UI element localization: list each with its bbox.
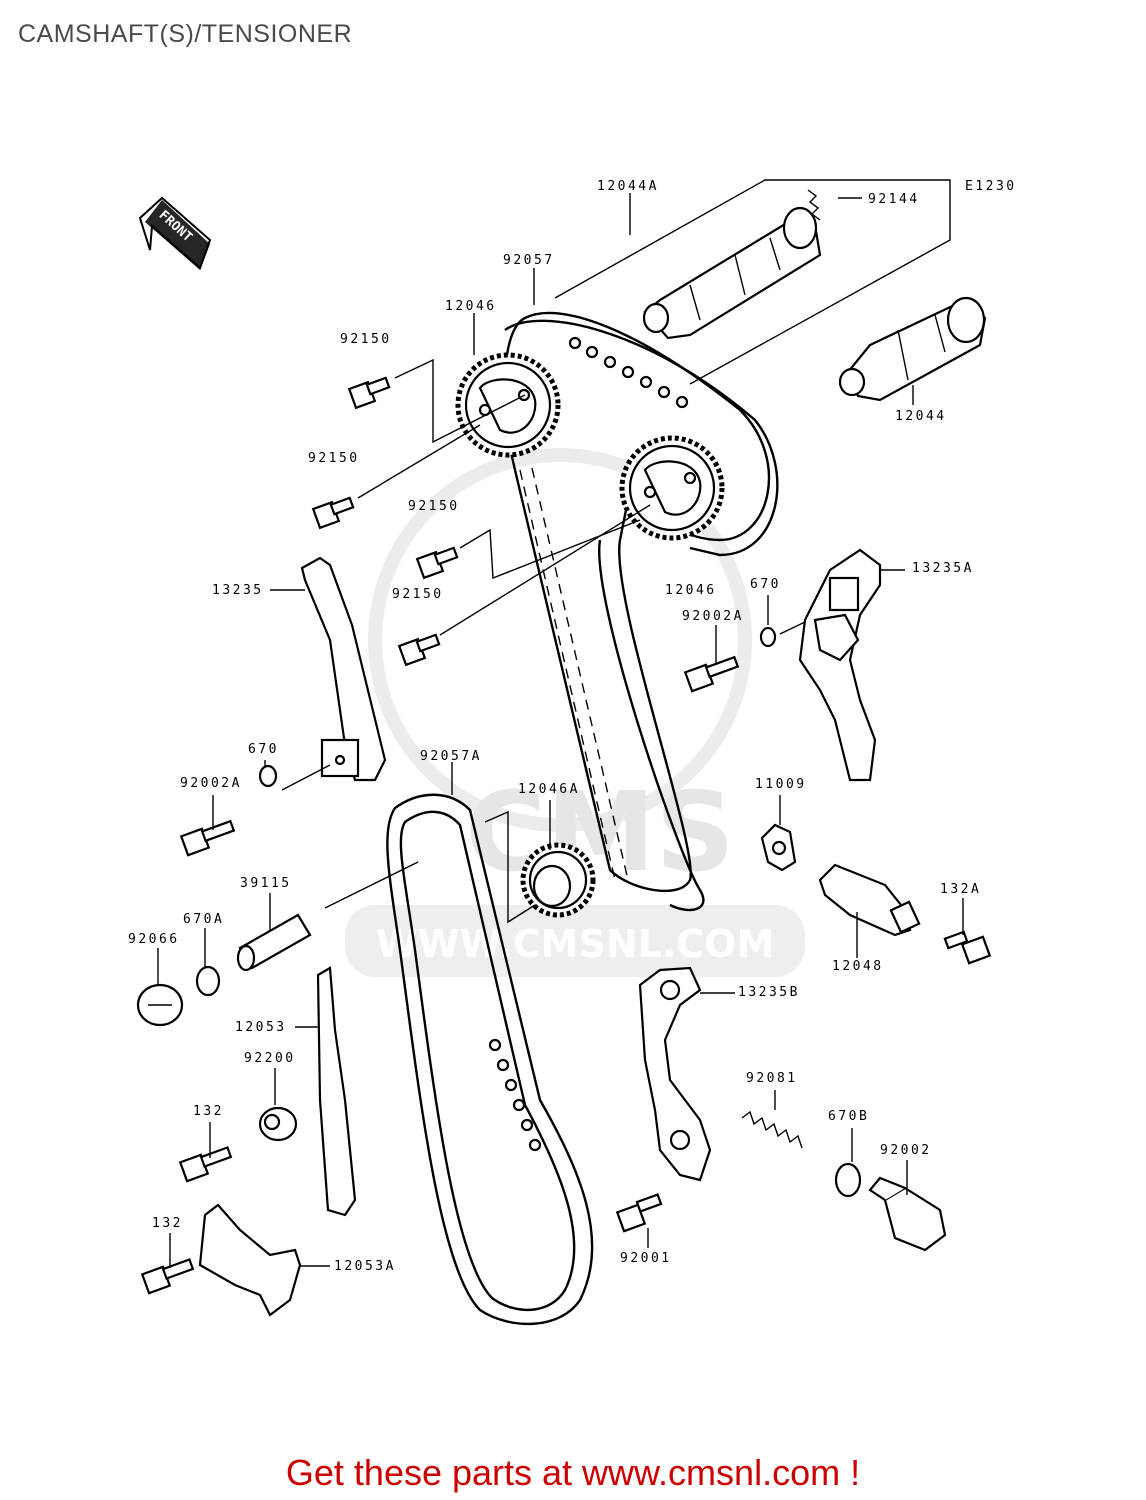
- bolt-92002A-left: [179, 819, 236, 857]
- chain-guide-12053: [316, 966, 357, 1217]
- cap-bolt-92002: [868, 1176, 947, 1252]
- gasket-11009: [760, 823, 797, 872]
- diagram-code: E1230: [965, 179, 1017, 194]
- label-12046-lower: 12046: [665, 583, 717, 598]
- label-12048: 12048: [832, 959, 884, 974]
- label-92081: 92081: [746, 1071, 798, 1086]
- bolt-132A: [943, 930, 992, 965]
- label-92057A: 92057A: [420, 749, 482, 764]
- camshaft-12044: [838, 296, 987, 402]
- label-13235: 13235: [212, 583, 264, 598]
- leader-lines: [157, 193, 964, 1268]
- camshaft-bracket: [554, 179, 951, 385]
- cam-chain-92057: [503, 311, 771, 893]
- tensioner-12048: [818, 863, 921, 937]
- label-132-upper: 132: [193, 1104, 224, 1119]
- tensioner-13235A: [798, 548, 882, 782]
- cta-link[interactable]: Get these parts at www.cmsnl.com !: [285, 1452, 861, 1493]
- bolt-92001: [615, 1193, 663, 1233]
- label-12046-upper: 12046: [445, 299, 497, 314]
- camshaft-12044A: [642, 206, 822, 340]
- label-670B: 670B: [828, 1109, 869, 1124]
- label-92001: 92001: [620, 1251, 672, 1266]
- label-670A: 670A: [183, 912, 224, 927]
- washer-92200: [258, 1106, 298, 1142]
- chain-guide-13235: [300, 556, 387, 782]
- plug-92066: [136, 983, 184, 1027]
- sprocket-12046-upper: [455, 352, 561, 458]
- part-labels: 12044A 92144 92057 12046 92150 12044 921…: [128, 179, 981, 1274]
- label-39115: 39115: [240, 876, 292, 891]
- bolt-92150-b: [311, 496, 355, 530]
- label-132-lower: 132: [152, 1216, 183, 1231]
- chain-guide-12053A: [198, 1203, 302, 1317]
- label-12044: 12044: [895, 409, 947, 424]
- shaft-39115: [236, 913, 312, 972]
- o-ring-670A: [195, 965, 221, 997]
- label-92057: 92057: [503, 253, 555, 268]
- label-92144: 92144: [868, 192, 920, 207]
- bolt-92150-d: [397, 633, 441, 667]
- label-670-left: 670: [248, 742, 279, 757]
- label-92002A-left: 92002A: [180, 776, 242, 791]
- label-670-right: 670: [750, 577, 781, 592]
- cam-chain-92057A: [386, 793, 594, 1326]
- bolt-132-lower: [140, 1258, 195, 1295]
- label-13235B: 13235B: [738, 985, 800, 1000]
- label-12053A: 12053A: [334, 1259, 396, 1274]
- label-92002A-right: 92002A: [682, 609, 744, 624]
- spring-pin-92144: [807, 189, 821, 221]
- label-92150-b: 92150: [308, 451, 360, 466]
- label-12053: 12053: [235, 1020, 287, 1035]
- front-arrow-icon: FRONT: [138, 196, 212, 270]
- bolt-132-upper: [178, 1146, 233, 1183]
- sprocket-12046A: [520, 842, 596, 918]
- o-ring-670B: [834, 1162, 862, 1198]
- label-92002: 92002: [880, 1143, 932, 1158]
- label-11009: 11009: [755, 777, 807, 792]
- label-132A: 132A: [940, 882, 981, 897]
- label-92150-a: 92150: [340, 332, 392, 347]
- sprocket-12046-lower: [619, 435, 725, 541]
- bolt-92002A-right: [683, 655, 740, 693]
- label-92200: 92200: [244, 1051, 296, 1066]
- label-13235A: 13235A: [912, 561, 974, 576]
- label-92150-d: 92150: [392, 587, 444, 602]
- watermark-text: WWW.CMSNL.COM: [376, 922, 775, 966]
- tensioner-lever-13235B: [638, 966, 712, 1182]
- label-92066: 92066: [128, 932, 180, 947]
- chain-links-upper: [568, 336, 689, 409]
- o-ring-670-left: [258, 764, 278, 788]
- page-title: CAMSHAFT(S)/TENSIONER: [18, 20, 353, 48]
- bolt-92150-c: [415, 546, 459, 580]
- o-ring-670-right: [759, 626, 777, 648]
- label-12044A: 12044A: [597, 179, 659, 194]
- label-92150-c: 92150: [408, 499, 460, 514]
- label-12046A: 12046A: [518, 782, 580, 797]
- watermark: CMS WWW.CMSNL.COM: [345, 448, 805, 977]
- spring-92081: [741, 1110, 803, 1149]
- bolt-92150-a: [347, 376, 391, 410]
- chain-links-lower: [488, 1038, 542, 1152]
